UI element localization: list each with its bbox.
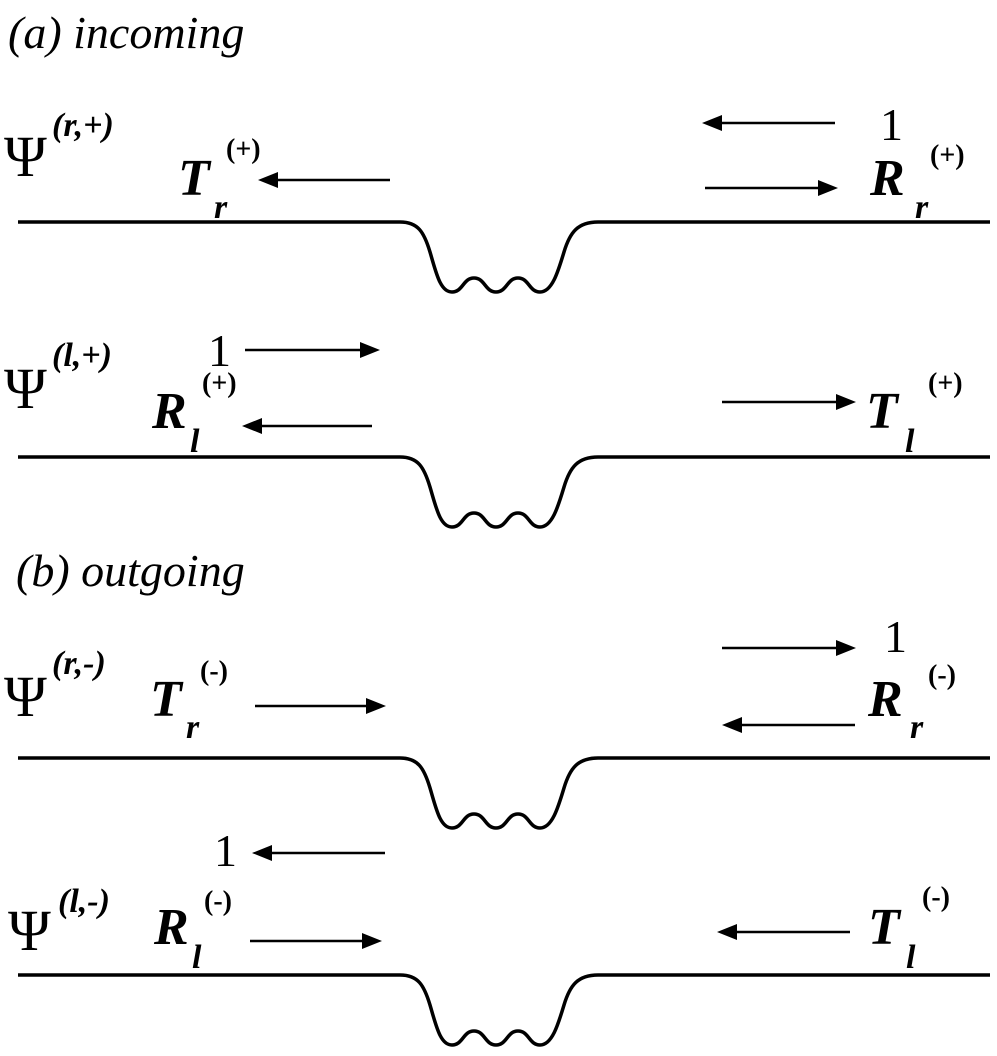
panel-psi-l-plus: Ψ (l,+) 1 R l (+) T l (+)	[4, 325, 990, 529]
coefficient-subscript: l	[190, 423, 200, 460]
arrow-left	[252, 845, 385, 861]
coefficient-subscript: l	[905, 423, 915, 460]
coefficient-letter: T	[178, 150, 212, 207]
unit-amplitude: 1	[208, 325, 231, 376]
psi-superscript: (l,-)	[58, 883, 110, 920]
coefficient-letter: T	[868, 899, 902, 956]
coefficient-superscript: (-)	[922, 882, 950, 913]
coefficient-letter: R	[151, 383, 187, 440]
coefficient-superscript: (+)	[928, 368, 963, 399]
coefficient-letter: R	[867, 671, 903, 728]
unit-amplitude: 1	[880, 99, 903, 150]
unit-amplitude: 1	[214, 825, 237, 876]
coefficient-superscript: (+)	[930, 140, 965, 171]
coefficient-letter: R	[869, 150, 905, 207]
psi-symbol: Ψ	[4, 356, 47, 421]
psi-symbol: Ψ	[4, 124, 47, 189]
coefficient-subscript: r	[915, 189, 929, 226]
arrow-left	[702, 115, 835, 131]
psi-symbol: Ψ	[4, 664, 47, 729]
coefficient-subscript: r	[186, 709, 200, 746]
panel-psi-r-minus: Ψ (r,-) T r (-) 1 R r (-)	[4, 611, 990, 830]
coefficient-subscript: l	[192, 939, 202, 976]
psi-superscript: (r,-)	[52, 645, 106, 682]
arrow-right	[722, 394, 856, 410]
arrow-left	[722, 717, 855, 733]
potential-well-curve	[18, 455, 990, 529]
arrow-right	[722, 640, 856, 656]
coefficient-superscript: (-)	[928, 660, 956, 691]
coefficient-subscript: r	[214, 189, 228, 226]
coefficient-superscript: (+)	[202, 368, 237, 399]
arrow-left	[717, 924, 850, 940]
potential-well-curve	[18, 756, 990, 830]
psi-superscript: (l,+)	[52, 337, 112, 374]
psi-symbol: Ψ	[8, 898, 51, 963]
arrow-right	[255, 698, 386, 714]
unit-amplitude: 1	[884, 611, 907, 662]
potential-well-curve	[18, 220, 990, 294]
arrow-right	[245, 342, 380, 358]
coefficient-superscript: (-)	[204, 886, 232, 917]
panel-psi-r-plus: Ψ (r,+) T r (+) 1 R r (+)	[4, 99, 990, 294]
arrow-right	[250, 933, 382, 949]
psi-superscript: (r,+)	[52, 107, 114, 144]
coefficient-superscript: (-)	[200, 656, 228, 687]
coefficient-letter: T	[150, 671, 184, 728]
coefficient-letter: T	[866, 383, 900, 440]
section-label-outgoing: (b) outgoing	[16, 545, 245, 596]
coefficient-superscript: (+)	[226, 134, 261, 165]
arrow-right	[705, 180, 838, 196]
coefficient-subscript: l	[906, 939, 916, 976]
section-label-incoming: (a) incoming	[8, 7, 244, 58]
arrow-left	[242, 418, 372, 434]
panel-psi-l-minus: 1 Ψ (l,-) R l (-) T l (-)	[8, 825, 990, 1047]
coefficient-subscript: r	[910, 709, 924, 746]
arrow-left	[258, 172, 390, 188]
coefficient-letter: R	[153, 899, 189, 956]
potential-well-curve	[18, 973, 990, 1047]
